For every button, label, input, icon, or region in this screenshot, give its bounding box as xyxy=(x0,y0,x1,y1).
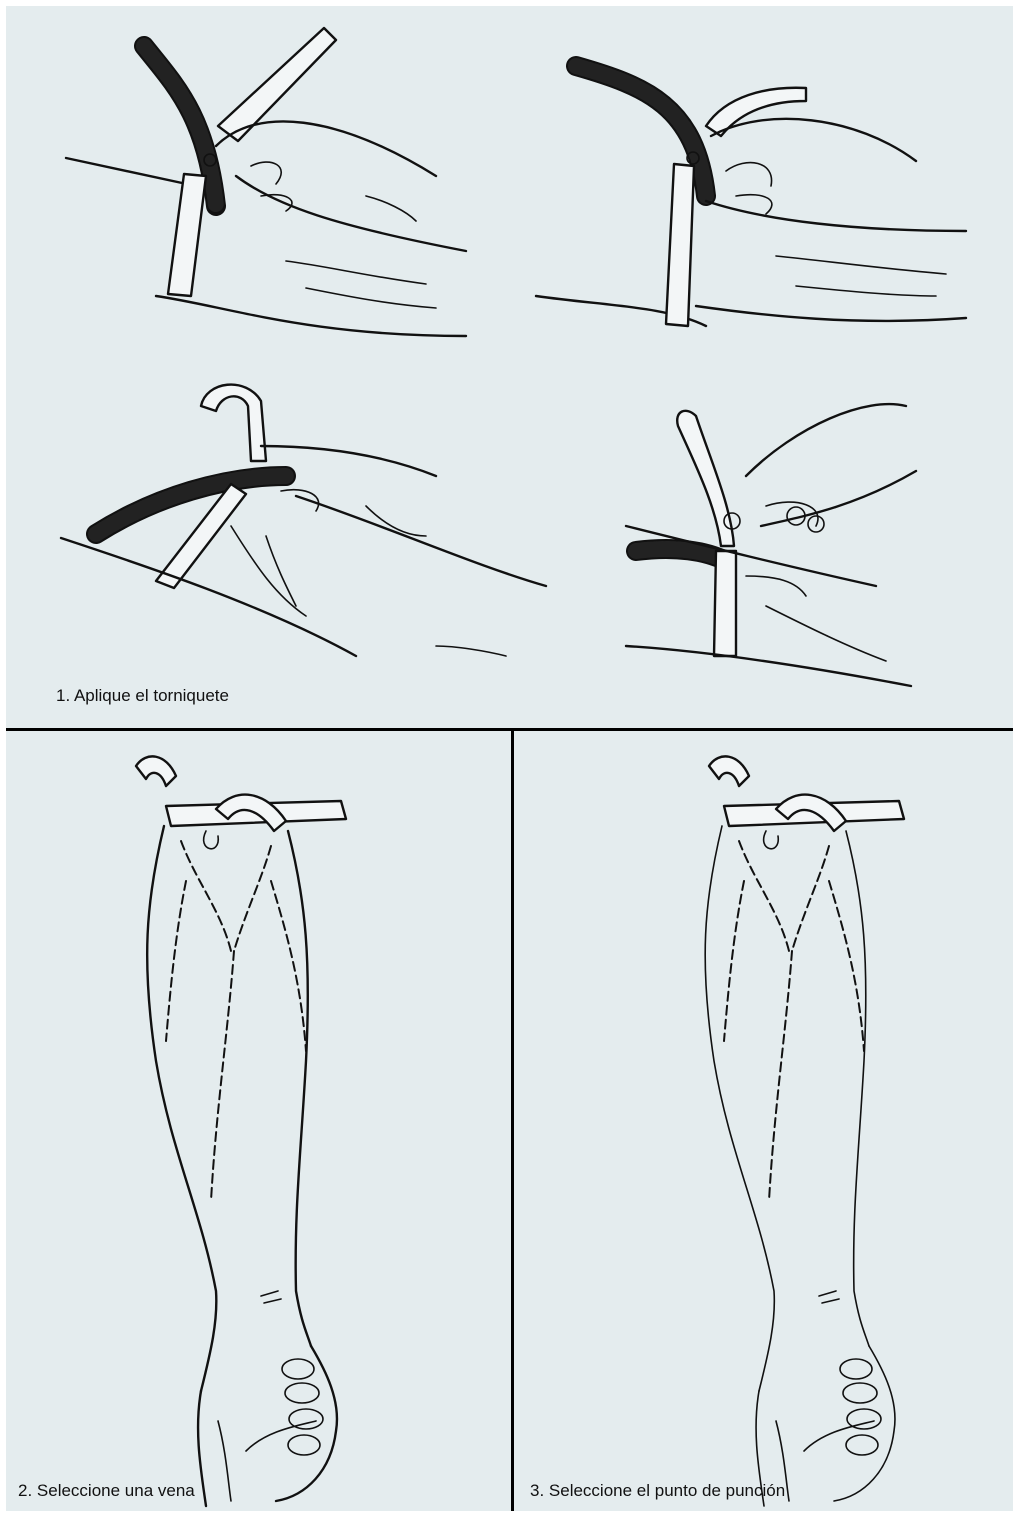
panel-apply-tourniquet: 1. Aplique el torniquete xyxy=(6,6,1013,728)
tourniquet-sketch-top-left xyxy=(66,28,466,336)
arm-drawing-right xyxy=(705,756,904,1506)
arm-veins-illustration xyxy=(6,731,511,1511)
panel-select-vein: 2. Seleccione una vena xyxy=(6,731,511,1511)
caption-apply-tourniquet: 1. Aplique el torniquete xyxy=(56,686,229,706)
caption-select-puncture-site: 3. Seleccione el punto de punción xyxy=(530,1481,785,1501)
tourniquet-sketch-top-right xyxy=(536,66,966,326)
panel-select-puncture-site: 3. Seleccione el punto de punción xyxy=(514,731,1013,1511)
arm-drawing-left xyxy=(136,756,346,1506)
tourniquet-illustrations xyxy=(6,6,1013,728)
caption-select-vein: 2. Seleccione una vena xyxy=(18,1481,195,1501)
tourniquet-sketch-bottom-left xyxy=(61,385,546,656)
tourniquet-sketch-bottom-right xyxy=(626,404,916,686)
arm-puncture-illustration xyxy=(514,731,1013,1511)
